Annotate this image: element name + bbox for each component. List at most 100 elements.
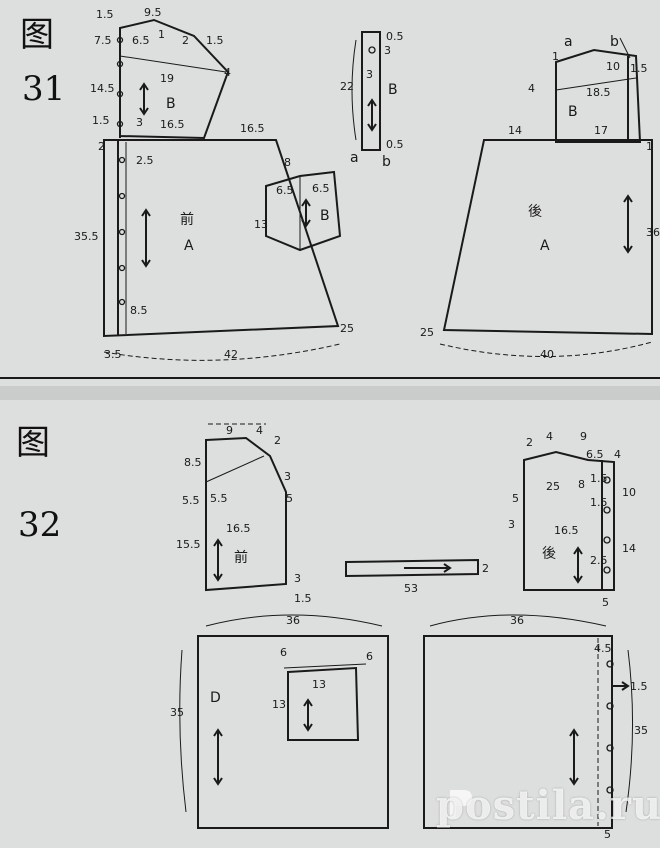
back-skirt-outline (423, 635, 613, 829)
back-skirt-top-measure (429, 614, 607, 627)
grain-arrow-icon (569, 728, 579, 786)
button-icon (606, 786, 614, 794)
corner-label: b (382, 154, 391, 170)
dim-label: 8.5 (184, 456, 202, 469)
dim-label: 13 (312, 678, 326, 691)
dim-label: 16.5 (226, 522, 251, 535)
grain-arrow-icon (213, 538, 223, 582)
dim-label: 2 (182, 34, 189, 47)
piece-label: A (540, 238, 550, 254)
dim-label: 10 (606, 60, 620, 73)
dim-label: 9 (226, 424, 233, 437)
dim-label: 5 (602, 596, 609, 609)
dim-label: 3 (284, 470, 291, 483)
dim-label: 6 (280, 646, 287, 659)
dim-label: 25 (340, 322, 354, 335)
dim-label: 13 (254, 218, 268, 231)
figure-31-panel (0, 0, 660, 386)
dim-label: 36 (510, 614, 524, 627)
dim-label: 16.5 (160, 118, 185, 131)
grain-arrow-icon (303, 698, 313, 732)
dim-label: 17 (594, 124, 608, 137)
dim-label: 0.5 (386, 30, 404, 43)
grain-arrow-icon (301, 198, 311, 228)
figure-32-number: 32 (18, 505, 62, 545)
figure-32-panel (0, 400, 660, 848)
button-icon (603, 566, 611, 574)
dim-label: 4 (224, 66, 231, 79)
piece-label: B (320, 208, 330, 224)
dim-label: 25 (420, 326, 434, 339)
dim-label: 1 (158, 28, 165, 41)
grain-arrow-icon (404, 563, 452, 573)
dim-label: 3 (384, 44, 391, 57)
dim-label: 35.5 (74, 230, 99, 243)
dim-label: 2.5 (136, 154, 154, 167)
dim-label: 0.5 (386, 138, 404, 151)
button-icon (606, 660, 614, 668)
button-icon (118, 298, 126, 306)
dim-label: 3 (508, 518, 515, 531)
dim-label: 8.5 (130, 304, 148, 317)
yoke-guide-line (119, 55, 227, 73)
strap-b-outline (361, 31, 381, 151)
dim-label: 7.5 (94, 34, 112, 47)
dim-label: 8 (284, 156, 291, 169)
grain-arrow-icon (367, 98, 377, 132)
button-icon (118, 264, 126, 272)
piece-label: B (388, 82, 398, 98)
dim-label: 35 (170, 706, 184, 719)
pocket-label: D (210, 690, 221, 706)
dim-label: 6.5 (312, 182, 330, 195)
front-label: 前 (180, 211, 194, 228)
corner-label: a (564, 34, 573, 50)
dim-label: 14 (622, 542, 636, 555)
dim-label: 36 (646, 226, 660, 239)
dim-label: 18.5 (586, 86, 611, 99)
button-icon (116, 36, 124, 44)
dim-label: 36 (286, 614, 300, 627)
figure-31-glyph: 图 (20, 15, 54, 55)
button-icon (603, 506, 611, 514)
tie-strip-outline (345, 558, 479, 578)
button-icon (116, 60, 124, 68)
watermark-logo-icon (450, 790, 472, 818)
front-skirt-outline (197, 635, 389, 829)
dim-label: 2 (482, 562, 489, 575)
pocket-top-line (283, 663, 367, 669)
dim-label: 4 (546, 430, 553, 443)
button-icon (606, 702, 614, 710)
piece-label: A (184, 238, 194, 254)
arrow-right-icon (612, 681, 630, 691)
back-skirt-measure-curve (625, 649, 634, 813)
grain-arrow-icon (573, 546, 583, 584)
grain-arrow-icon (141, 208, 151, 268)
front-bodice-32-outline (205, 436, 287, 592)
dim-label: 1.5 (590, 496, 608, 509)
dim-label: 1 (646, 140, 653, 153)
corner-label: b (610, 34, 619, 50)
dim-label: 1.5 (590, 472, 608, 485)
back-label: 後 (528, 204, 542, 220)
dim-label: 8 (578, 478, 585, 491)
dim-label: 25 (546, 480, 560, 493)
watermark-text: postila.ru (436, 782, 660, 829)
dim-label: 4.5 (594, 642, 612, 655)
dim-label: 1.5 (630, 62, 648, 75)
grain-arrow-icon (213, 728, 223, 786)
dim-label: 15.5 (176, 538, 201, 551)
dim-label: 9 (580, 430, 587, 443)
front-label: 前 (234, 549, 248, 566)
button-icon (603, 476, 611, 484)
button-icon (116, 90, 124, 98)
cut-mark-line (619, 37, 631, 59)
skirt-top-measure (205, 614, 383, 627)
back-label: 後 (542, 546, 556, 562)
back-bodice-32-outline (523, 450, 615, 591)
dim-label: 1 (552, 50, 559, 63)
back-bodice-outline (442, 139, 653, 336)
dim-label: 14 (508, 124, 522, 137)
dim-label: 13 (272, 698, 286, 711)
hem-measure-curve (103, 343, 341, 361)
